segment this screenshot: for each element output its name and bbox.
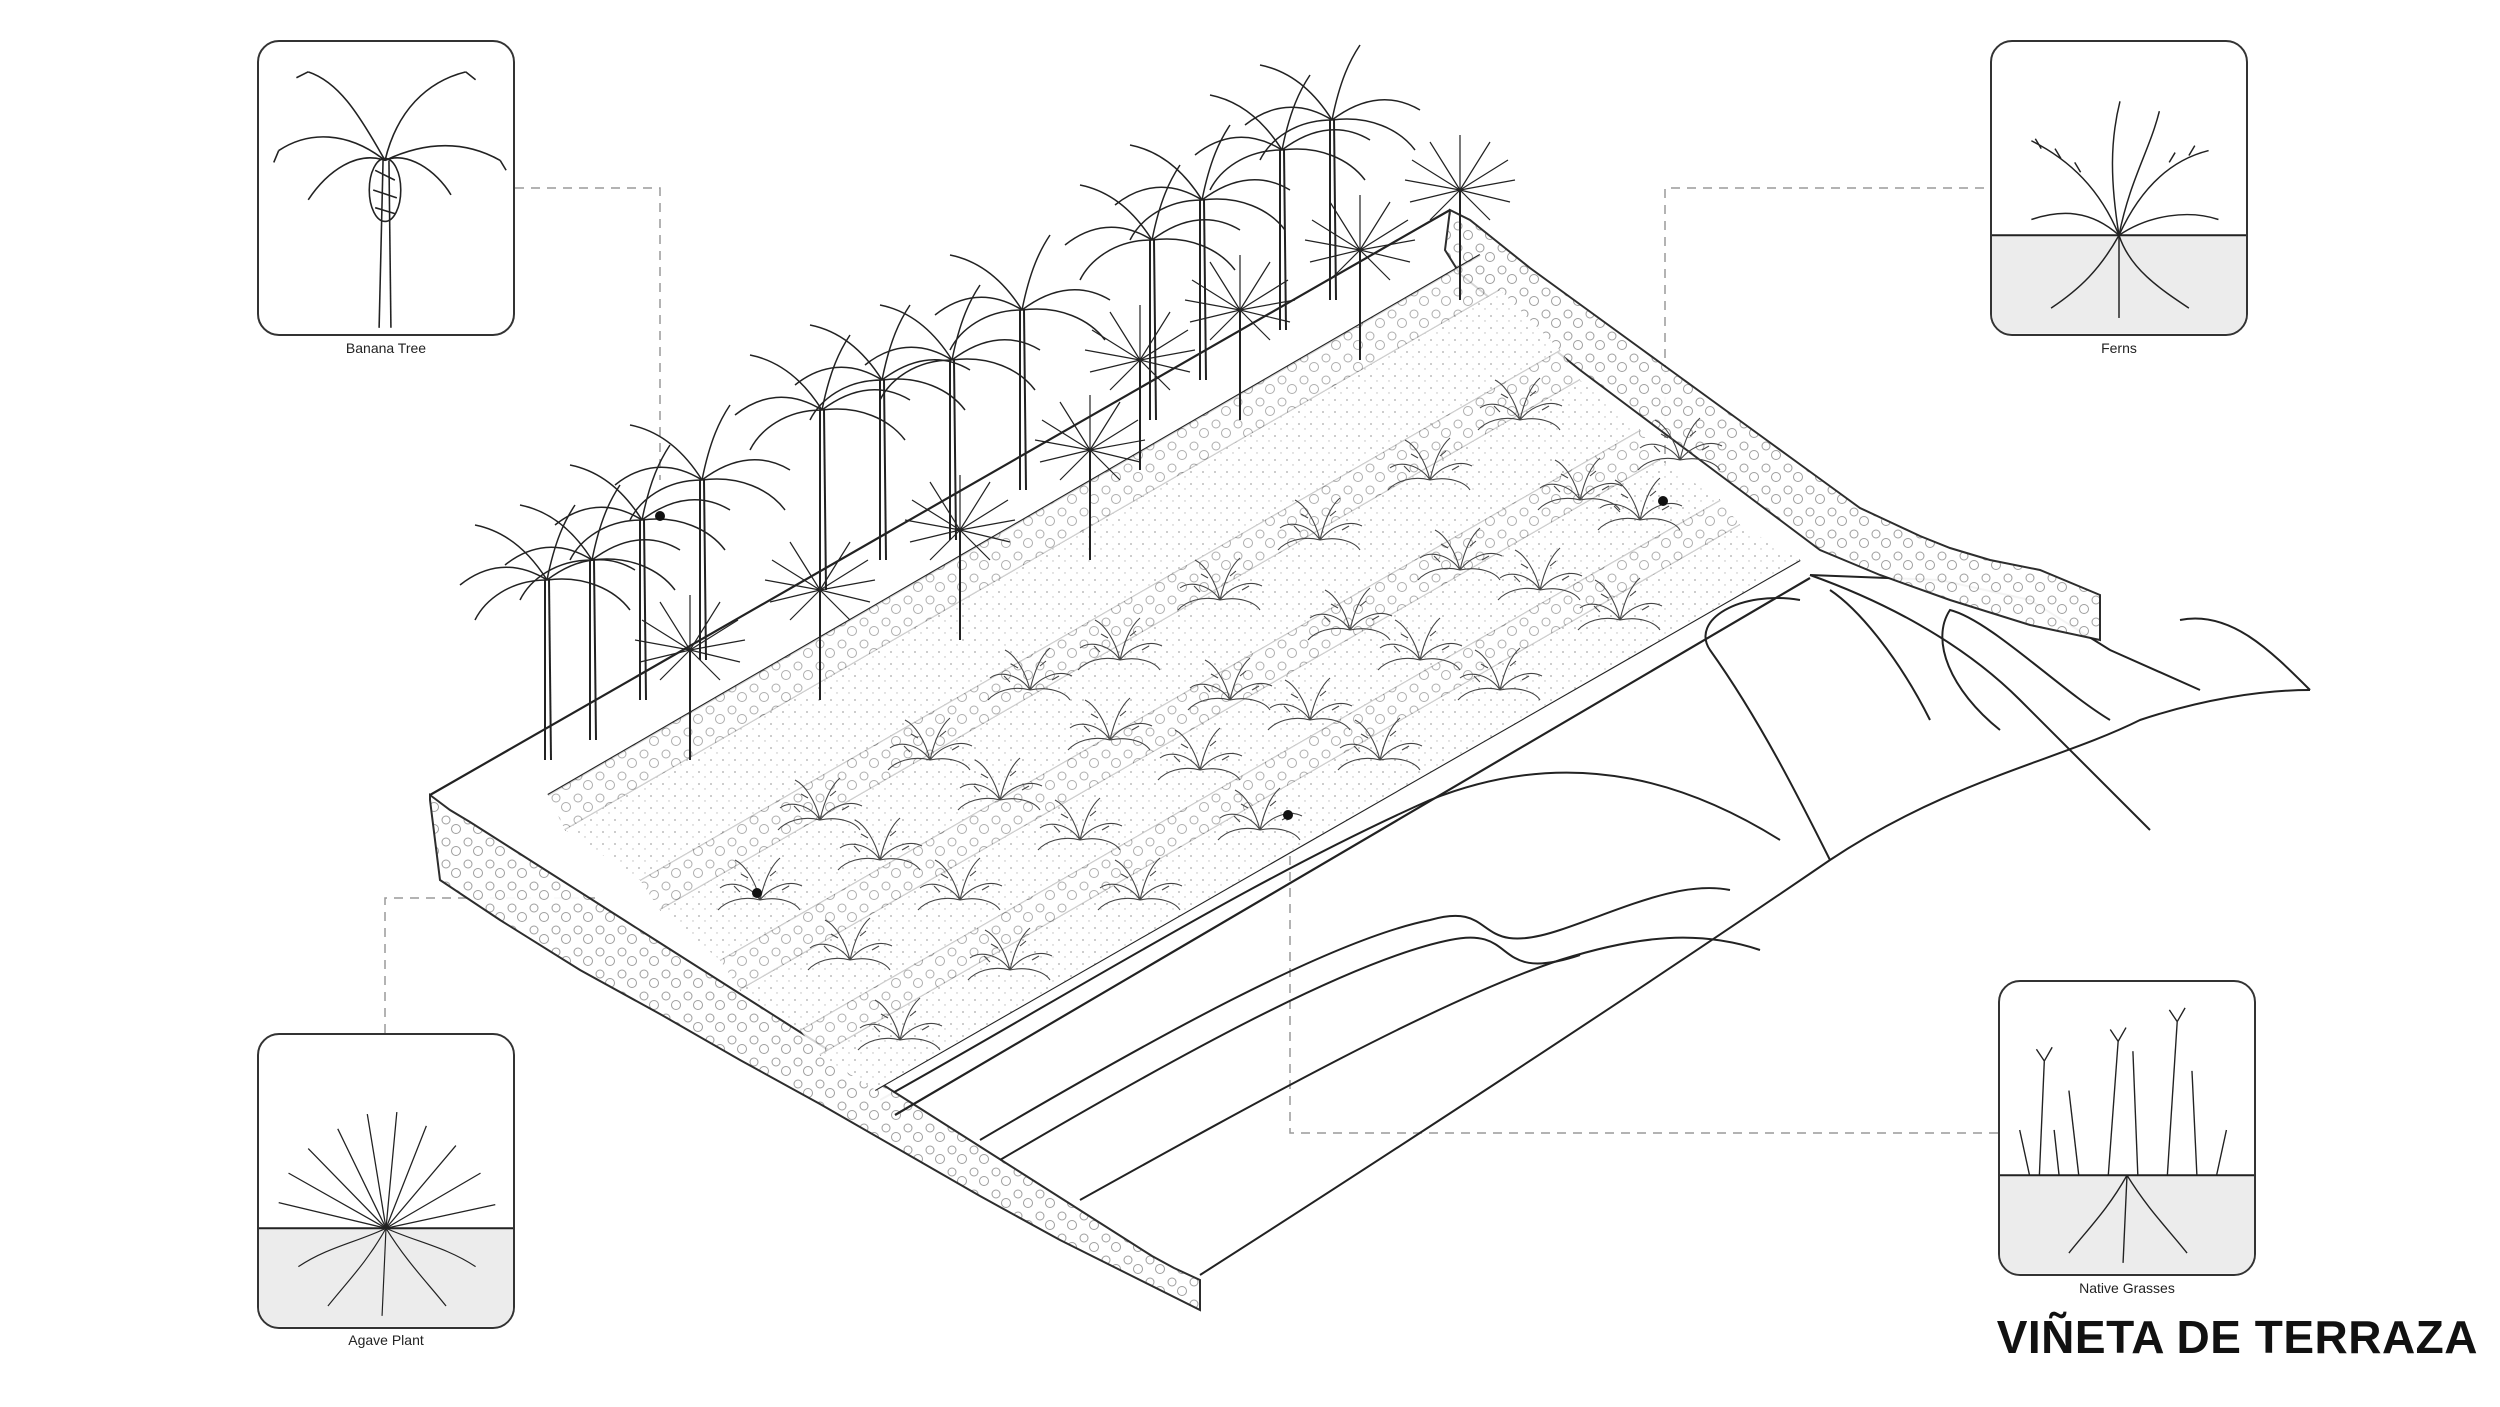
banana-tree-icon [273,71,507,328]
fern-icon [1992,101,2246,334]
ferns-panel [1990,40,2248,336]
agave-icon [259,1112,513,1327]
diagram-title: VIÑETA DE TERRAZA [1996,1311,2478,1363]
banana-tree-label: Banana Tree [345,340,427,356]
native-grasses-label: Native Grasses [2079,1280,2175,1296]
native-grasses-panel [1998,980,2256,1276]
native-grass-icon [2000,1007,2254,1274]
ferns-label: Ferns [2101,340,2137,356]
banana-tree-panel [257,40,515,336]
agave-plant-label: Agave Plant [348,1332,424,1348]
agave-panel [257,1033,515,1329]
